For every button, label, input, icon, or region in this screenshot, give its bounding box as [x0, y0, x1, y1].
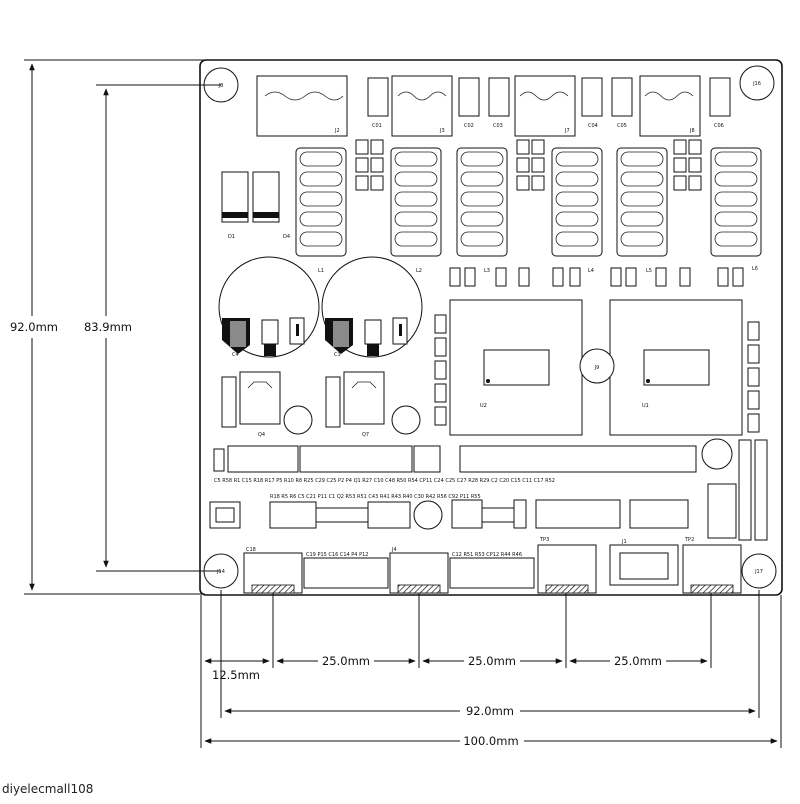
svg-text:D4: D4: [283, 234, 290, 240]
regulator-q7: Q7: [325, 371, 421, 438]
svg-text:Q7: Q7: [362, 432, 369, 438]
resistor-column-left: [434, 314, 447, 426]
dim-height-inner: 83.9mm: [84, 84, 221, 572]
svg-text:83.9mm: 83.9mm: [84, 320, 132, 334]
resistor-row-2: R18 R5 R6 C5 C21 P11 C1 Q2 R53 R51 C43 R…: [209, 483, 737, 539]
inductor-l3: L3: [456, 147, 508, 274]
ic-u2: U2: [449, 299, 583, 436]
svg-text:J3: J3: [439, 128, 445, 134]
electrolytic-c4: C4: [218, 256, 320, 358]
svg-text:92.0mm: 92.0mm: [466, 704, 514, 718]
svg-text:C5 R58 R1 C15 R18 R17 P5 R10 R: C5 R58 R1 C15 R18 R17 P5 R10 R8 R25 C29 …: [214, 478, 555, 484]
svg-text:C4: C4: [232, 352, 239, 358]
svg-text:L4: L4: [588, 268, 594, 274]
svg-text:C3: C3: [334, 352, 341, 358]
inductor-l1: L1: [295, 147, 347, 274]
svg-text:TP3: TP3: [539, 537, 549, 543]
svg-text:25.0mm: 25.0mm: [322, 654, 370, 668]
svg-text:J17: J17: [754, 569, 763, 575]
mount-hole-top-right: J16: [739, 65, 775, 101]
resistor-row-1: C5 R58 R1 C15 R18 R17 P5 R10 R8 R25 C29 …: [213, 438, 768, 541]
watermark-text: diyelecmall108: [2, 782, 94, 796]
svg-text:L3: L3: [484, 268, 490, 274]
svg-text:C03: C03: [493, 123, 503, 129]
svg-text:C18: C18: [246, 547, 256, 553]
svg-text:C05: C05: [617, 123, 627, 129]
center-hole-j9: J9: [579, 348, 615, 384]
dim-width-inner: 92.0mm: [224, 704, 756, 718]
svg-text:J1: J1: [621, 539, 627, 545]
ic-u1: U1: [609, 299, 743, 436]
svg-text:25.0mm: 25.0mm: [468, 654, 516, 668]
svg-text:Q4: Q4: [258, 432, 265, 438]
dim-extension-lines: [200, 590, 782, 748]
svg-text:C06: C06: [714, 123, 724, 129]
svg-text:J2: J2: [334, 128, 340, 134]
inductor-l6: L6: [710, 147, 762, 272]
svg-text:C19 P15 C16 C14 P4 P12: C19 P15 C16 C14 P4 P12: [306, 552, 368, 558]
inductor-l2: L2: [390, 147, 442, 274]
svg-text:C02: C02: [464, 123, 474, 129]
mount-hole-bottom-right: J17: [741, 553, 777, 589]
bottom-connector-row: C18 C19 P15 C16 C14 P4 P12 J4 C12 R51 R5…: [243, 537, 742, 594]
svg-text:J8: J8: [689, 128, 695, 134]
svg-text:J9: J9: [594, 365, 600, 371]
svg-text:J16: J16: [752, 81, 761, 87]
svg-text:12.5mm: 12.5mm: [212, 668, 260, 682]
svg-text:100.0mm: 100.0mm: [463, 734, 518, 748]
resistor-column-right: [747, 321, 760, 433]
inductor-l5: L5: [616, 147, 668, 274]
svg-text:U2: U2: [480, 403, 487, 409]
svg-text:J8: J8: [218, 83, 224, 89]
diode-pair: D1 D4: [221, 171, 290, 240]
dim-height-outer: 92.0mm: [10, 59, 210, 595]
svg-text:25.0mm: 25.0mm: [614, 654, 662, 668]
svg-text:J7: J7: [564, 128, 570, 134]
dim-width-outer: 100.0mm: [204, 734, 778, 748]
svg-text:C01: C01: [372, 123, 382, 129]
svg-text:TP2: TP2: [684, 537, 694, 543]
svg-text:J4: J4: [391, 547, 397, 553]
cap-row-upper: [449, 267, 744, 287]
dim-connector-pitch: 12.5mm 25.0mm 25.0mm 25.0mm: [204, 654, 708, 682]
top-connector-row: J2 C01 J3 C02 C03 J7 C04 C05 J8 C06: [256, 75, 731, 137]
svg-text:R18 R5 R6 C5 C21 P11 C1 Q2 R53: R18 R5 R6 C5 C21 P11 C1 Q2 R53 R51 C43 R…: [270, 494, 481, 500]
svg-text:92.0mm: 92.0mm: [10, 320, 58, 334]
electrolytic-c3: C3: [321, 256, 423, 358]
svg-text:U1: U1: [642, 403, 649, 409]
svg-text:L2: L2: [416, 268, 422, 274]
svg-text:J14: J14: [216, 569, 225, 575]
svg-text:C04: C04: [588, 123, 598, 129]
inductor-l4: L4: [551, 147, 603, 274]
svg-text:D1: D1: [228, 234, 235, 240]
svg-text:L5: L5: [646, 268, 652, 274]
svg-text:L6: L6: [752, 266, 758, 272]
svg-text:C12 R51 R53 CP12 R44 R46: C12 R51 R53 CP12 R44 R46: [452, 552, 522, 558]
small-cap-pairs: [355, 139, 702, 191]
svg-text:L1: L1: [318, 268, 324, 274]
regulator-q4: Q4: [221, 371, 313, 438]
